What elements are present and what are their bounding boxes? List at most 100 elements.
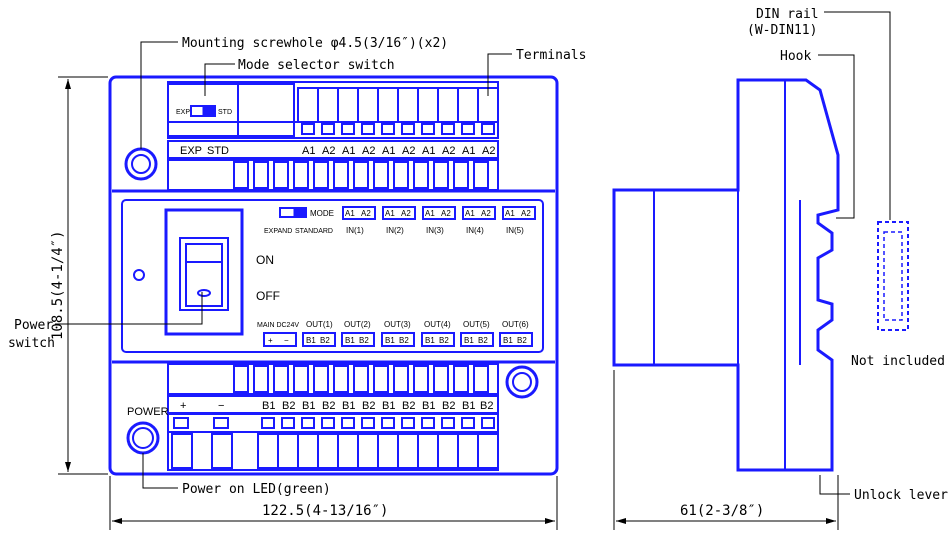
svg-text:A1: A1 <box>465 209 475 218</box>
svg-text:B1: B1 <box>503 336 513 345</box>
svg-text:B1: B1 <box>306 336 316 345</box>
svg-text:A2: A2 <box>322 145 335 157</box>
svg-text:OUT(2): OUT(2) <box>344 320 371 329</box>
off-label: OFF <box>256 289 280 303</box>
svg-text:A1: A1 <box>425 209 435 218</box>
svg-text:IN(2): IN(2) <box>386 226 404 235</box>
svg-text:A1: A1 <box>345 209 355 218</box>
switch-std-label: STD <box>218 109 232 116</box>
svg-text:B2: B2 <box>439 336 449 345</box>
svg-text:OUT(5): OUT(5) <box>463 320 490 329</box>
bottom-comb <box>167 363 499 395</box>
svg-text:A2: A2 <box>362 145 375 157</box>
svg-text:IN(3): IN(3) <box>426 226 444 235</box>
svg-text:A1: A1 <box>302 145 315 157</box>
side-callouts: DIN rail (W-DIN11) Hook Not included Unl… <box>613 7 948 530</box>
svg-text:B1: B1 <box>262 400 275 412</box>
svg-text:A1: A1 <box>342 145 355 157</box>
svg-text:B2: B2 <box>282 400 295 412</box>
power-led-label: Power on LED(green) <box>182 482 331 497</box>
mode-selector-switch <box>190 105 216 117</box>
svg-text:B1: B1 <box>425 336 435 345</box>
svg-text:B2: B2 <box>362 400 375 412</box>
svg-text:B2: B2 <box>320 336 330 345</box>
svg-text:A1: A1 <box>382 145 395 157</box>
svg-text:IN(4): IN(4) <box>466 226 484 235</box>
front-view: EXP STD EXP STD A1 A2 A1 A2 A1 A2 A1 A2 … <box>108 75 559 476</box>
svg-text:B2: B2 <box>359 336 369 345</box>
side-view <box>612 78 909 472</box>
top-terminal-cells <box>297 87 499 135</box>
svg-text:A2: A2 <box>442 145 455 157</box>
top-comb <box>167 159 499 191</box>
unlock-lever-label: Unlock lever <box>854 488 948 503</box>
bottom-plus-label: + <box>180 400 186 412</box>
din-rail-label-1: DIN rail <box>756 7 819 22</box>
top-terminal-labels: A1 A2 A1 A2 A1 A2 A1 A2 A1 A2 <box>302 145 495 157</box>
svg-text:A2: A2 <box>521 209 531 218</box>
main-dc24v-label: MAIN DC24V <box>257 322 299 329</box>
svg-text:A1: A1 <box>385 209 395 218</box>
mounting-label: Mounting screwhole φ4.5(3/16″)(x2) <box>182 36 448 51</box>
svg-text:B1: B1 <box>464 336 474 345</box>
depth-dimension: 61(2-3/8″) <box>680 503 764 519</box>
svg-text:A2: A2 <box>361 209 371 218</box>
svg-text:B2: B2 <box>480 400 493 412</box>
output-labels: OUT(1) B1 B2 OUT(2) B1 B2 OUT(3) B1 B2 O… <box>302 320 533 347</box>
top-exp-label: EXP <box>180 145 202 157</box>
switch-exp-label: EXP <box>176 109 190 116</box>
device-body-outline <box>108 75 559 476</box>
mode-label: MODE <box>310 209 334 218</box>
svg-text:B2: B2 <box>517 336 527 345</box>
power-switch-label-1: Power <box>14 318 53 333</box>
svg-text:OUT(6): OUT(6) <box>502 320 529 329</box>
power-terminal-labels: + − <box>263 332 297 347</box>
din-rail <box>877 221 909 331</box>
mounting-hole-top <box>124 147 158 181</box>
svg-text:A2: A2 <box>402 145 415 157</box>
svg-text:A2: A2 <box>481 209 491 218</box>
top-std-label: STD <box>207 145 229 157</box>
svg-text:B2: B2 <box>322 400 335 412</box>
power-label: POWER <box>127 406 169 418</box>
svg-text:B1: B1 <box>385 336 395 345</box>
bottom-minus-label: − <box>218 400 224 412</box>
front-callouts: Mounting screwhole φ4.5(3/16″)(x2) Mode … <box>8 36 586 530</box>
svg-text:B2: B2 <box>402 400 415 412</box>
power-switch-label-2: switch <box>8 336 55 351</box>
svg-text:OUT(3): OUT(3) <box>384 320 411 329</box>
input-labels: A1 A2 IN(1) A1 A2 IN(2) A1 A2 IN(3) A1 A… <box>342 206 536 235</box>
svg-text:A2: A2 <box>482 145 495 157</box>
bottom-terminal-labels: B1 B2 B1 B2 B1 B2 B1 B2 B1 B2 B1 B2 <box>262 400 493 412</box>
svg-text:B1: B1 <box>422 400 435 412</box>
svg-text:A1: A1 <box>462 145 475 157</box>
svg-text:B1: B1 <box>345 336 355 345</box>
svg-text:OUT(1): OUT(1) <box>306 320 333 329</box>
bottom-terminal-cells <box>171 417 499 469</box>
height-dimension: 108.5(4-1/4″) <box>50 230 66 340</box>
standard-label: STANDARD <box>295 228 333 235</box>
expand-label: EXPAND <box>264 228 292 235</box>
svg-text:B1: B1 <box>302 400 315 412</box>
mode-selector-label: Mode selector switch <box>238 58 395 73</box>
svg-text:B1: B1 <box>342 400 355 412</box>
svg-text:A1: A1 <box>505 209 515 218</box>
svg-text:−: − <box>284 336 289 345</box>
din-rail-label-2: (W-DIN11) <box>747 23 817 38</box>
svg-text:A2: A2 <box>441 209 451 218</box>
terminals-label: Terminals <box>516 48 586 63</box>
label-panel <box>121 199 544 353</box>
width-dimension: 122.5(4-13/16″) <box>262 503 388 519</box>
svg-text:IN(5): IN(5) <box>506 226 524 235</box>
svg-text:B2: B2 <box>399 336 409 345</box>
power-switch <box>164 208 244 336</box>
not-included-label: Not included <box>851 354 945 369</box>
svg-text:OUT(4): OUT(4) <box>424 320 451 329</box>
svg-text:A1: A1 <box>422 145 435 157</box>
hook-label: Hook <box>780 49 811 64</box>
svg-text:B1: B1 <box>462 400 475 412</box>
svg-text:A2: A2 <box>401 209 411 218</box>
on-label: ON <box>256 253 274 267</box>
svg-text:B2: B2 <box>478 336 488 345</box>
